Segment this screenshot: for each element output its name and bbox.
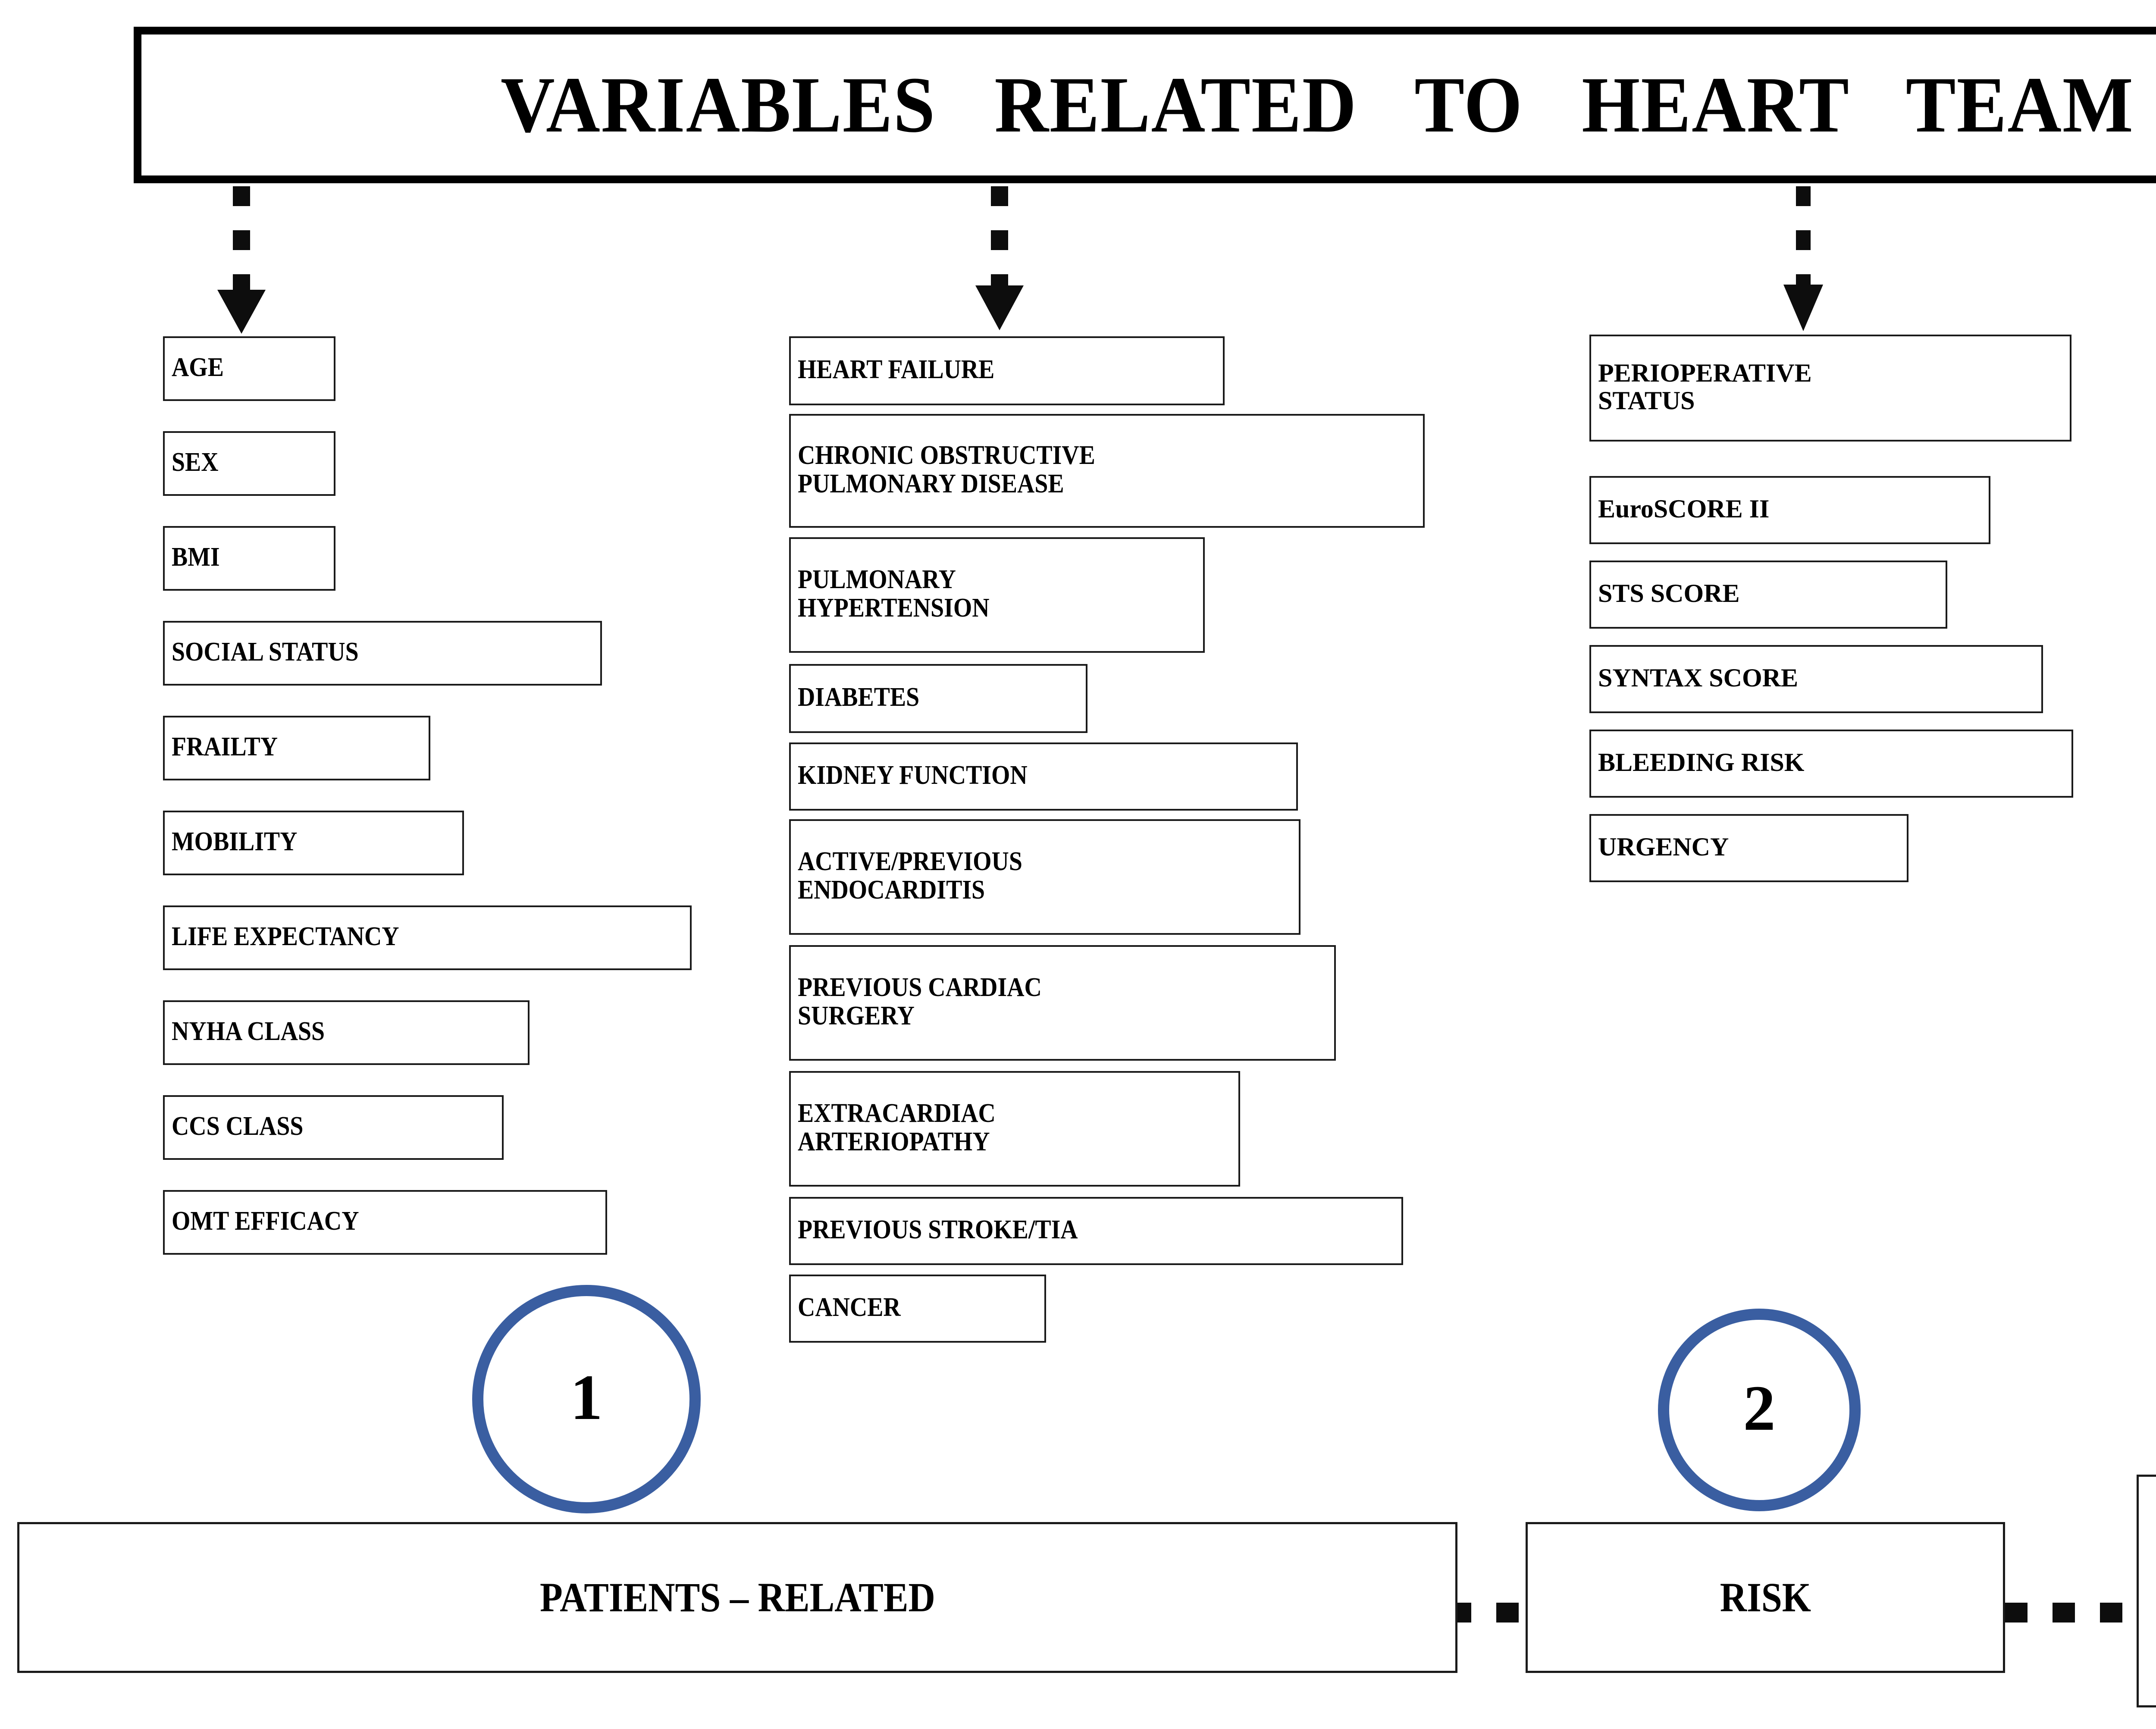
variable-box[interactable]: OMT EFFICACY bbox=[163, 1190, 607, 1255]
variable-label: EuroSCORE II bbox=[1598, 495, 1770, 523]
variable-label: FRAILTY bbox=[172, 732, 278, 762]
variable-box[interactable]: BMI bbox=[163, 526, 335, 591]
variable-label: PREVIOUS STROKE/TIA bbox=[798, 1215, 1078, 1245]
variable-label: CANCER bbox=[798, 1293, 901, 1322]
variable-label: SEX bbox=[172, 448, 219, 477]
variable-label: SOCIAL STATUS bbox=[172, 637, 359, 667]
variable-label: STS SCORE bbox=[1598, 579, 1740, 608]
step-number: 1 bbox=[570, 1362, 603, 1433]
variable-box[interactable]: MOBILITY bbox=[163, 811, 464, 875]
variable-label: PERIOPERATIVE STATUS bbox=[1598, 359, 1812, 415]
variable-label: LIFE EXPECTANCY bbox=[172, 922, 399, 952]
variable-label: AGE bbox=[172, 353, 224, 382]
variable-box[interactable]: EXTRACARDIAC ARTERIOPATHY bbox=[789, 1071, 1240, 1187]
flow-label: RISK bbox=[1720, 1574, 1811, 1621]
variable-box[interactable]: BLEEDING RISK bbox=[1589, 730, 2073, 798]
variable-box[interactable]: HEART FAILURE bbox=[789, 336, 1225, 405]
variable-box[interactable]: LIFE EXPECTANCY bbox=[163, 905, 692, 970]
connector-arrow-down-2 bbox=[975, 186, 1024, 330]
step-circle-2: 2 bbox=[1658, 1309, 1861, 1511]
variable-label: EXTRACARDIAC ARTERIOPATHY bbox=[798, 1099, 996, 1156]
connector-arrow-down-1 bbox=[217, 186, 266, 334]
variable-label: BMI bbox=[172, 542, 220, 572]
flow-box-heart-team-discussion[interactable]: HEART TEAM DISCUSSION bbox=[2137, 1475, 2156, 1707]
variable-box[interactable]: CHRONIC OBSTRUCTIVE PULMONARY DISEASE bbox=[789, 414, 1425, 528]
variable-label: SYNTAX SCORE bbox=[1598, 664, 1798, 692]
variable-label: KIDNEY FUNCTION bbox=[798, 761, 1028, 790]
page-title: VARIABLES RELATED TO HEART TEAM DECISONS bbox=[500, 61, 2134, 149]
variable-box[interactable]: DIABETES bbox=[789, 664, 1087, 733]
variable-box[interactable]: PREVIOUS STROKE/TIA bbox=[789, 1197, 1403, 1265]
variable-label: PULMONARY HYPERTENSION bbox=[798, 565, 990, 623]
variable-label: URGENCY bbox=[1598, 833, 1729, 861]
variable-label: MOBILITY bbox=[172, 827, 298, 857]
variable-box[interactable]: KIDNEY FUNCTION bbox=[789, 742, 1298, 811]
variable-label: BLEEDING RISK bbox=[1598, 748, 1805, 777]
variable-box[interactable]: CCS CLASS bbox=[163, 1095, 504, 1160]
variable-box[interactable]: EuroSCORE II bbox=[1589, 476, 1990, 544]
variable-label: HEART FAILURE bbox=[798, 355, 995, 385]
variable-label: ACTIVE/PREVIOUS ENDOCARDITIS bbox=[798, 847, 1022, 905]
flow-label: PATIENTS – RELATED bbox=[539, 1574, 935, 1621]
variable-label: NYHA CLASS bbox=[172, 1017, 325, 1046]
variable-label: DIABETES bbox=[798, 683, 920, 712]
variable-label: CHRONIC OBSTRUCTIVE PULMONARY DISEASE bbox=[798, 441, 1095, 498]
flow-box-patients-related[interactable]: PATIENTS – RELATED bbox=[17, 1522, 1457, 1673]
step-circle-1: 1 bbox=[472, 1285, 701, 1513]
variable-box[interactable]: CANCER bbox=[789, 1275, 1046, 1343]
connector-arrow-right-2 bbox=[2005, 1603, 2156, 1623]
variable-label: PREVIOUS CARDIAC SURGERY bbox=[798, 973, 1042, 1031]
variable-box[interactable]: PULMONARY HYPERTENSION bbox=[789, 537, 1205, 653]
variable-label: OMT EFFICACY bbox=[172, 1206, 359, 1236]
diagram-title-box: VARIABLES RELATED TO HEART TEAM DECISONS bbox=[134, 27, 2156, 183]
variable-box[interactable]: AGE bbox=[163, 336, 335, 401]
variable-box[interactable]: SOCIAL STATUS bbox=[163, 621, 602, 686]
connector-arrow-down-3 bbox=[1783, 186, 1823, 331]
variable-box[interactable]: STS SCORE bbox=[1589, 561, 1947, 629]
variable-box[interactable]: FRAILTY bbox=[163, 716, 430, 780]
variable-box[interactable]: NYHA CLASS bbox=[163, 1000, 530, 1065]
variable-box[interactable]: PERIOPERATIVE STATUS bbox=[1589, 335, 2071, 442]
variable-box[interactable]: URGENCY bbox=[1589, 814, 1908, 882]
variable-box[interactable]: ACTIVE/PREVIOUS ENDOCARDITIS bbox=[789, 819, 1300, 935]
variable-box[interactable]: SEX bbox=[163, 431, 335, 496]
variable-box[interactable]: PREVIOUS CARDIAC SURGERY bbox=[789, 945, 1336, 1061]
variable-box[interactable]: SYNTAX SCORE bbox=[1589, 645, 2043, 713]
flow-box-risk[interactable]: RISK bbox=[1526, 1522, 2005, 1673]
step-number: 2 bbox=[1743, 1372, 1776, 1444]
variable-label: CCS CLASS bbox=[172, 1112, 304, 1141]
